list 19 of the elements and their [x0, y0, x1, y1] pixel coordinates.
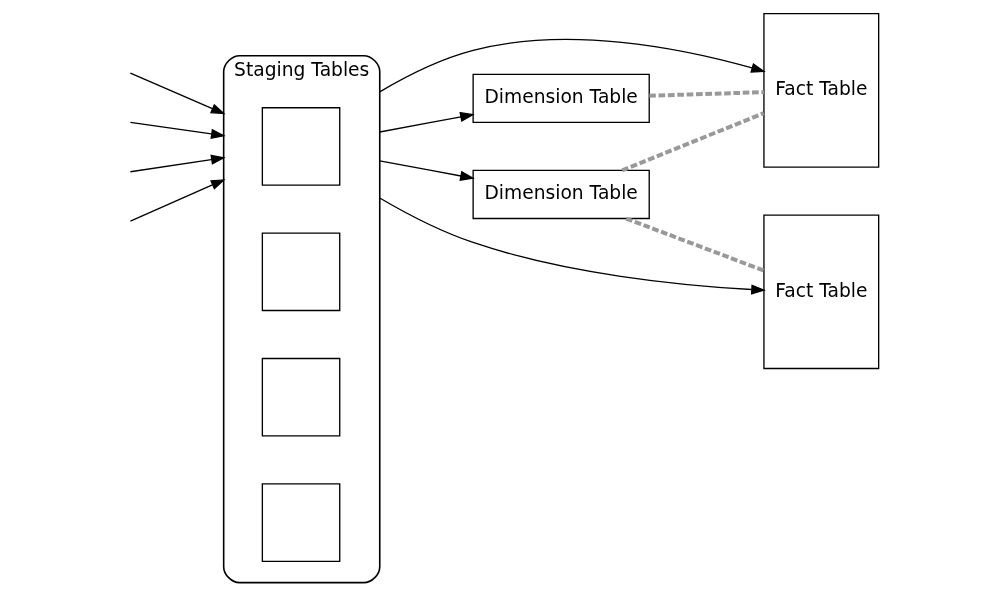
- arrow: [129, 121, 226, 139]
- arrow: [129, 154, 226, 173]
- arrow: [379, 38, 766, 93]
- node-box: Fact Table: [763, 214, 880, 370]
- node-box: [261, 357, 341, 437]
- node-box: [261, 483, 341, 562]
- node-box: [261, 107, 341, 186]
- arrow: [379, 160, 475, 181]
- arrow: [129, 72, 226, 115]
- arrow: [379, 197, 766, 295]
- node-box: Dimension Table: [472, 169, 650, 220]
- arrow: [379, 111, 475, 133]
- node-box: Fact Table: [763, 13, 880, 168]
- connector: [649, 90, 764, 98]
- arrow: [129, 179, 226, 222]
- cluster: Staging Tables: [222, 54, 381, 584]
- connector: [621, 111, 765, 173]
- node-box: [261, 232, 341, 312]
- node-box: Dimension Table: [472, 73, 650, 124]
